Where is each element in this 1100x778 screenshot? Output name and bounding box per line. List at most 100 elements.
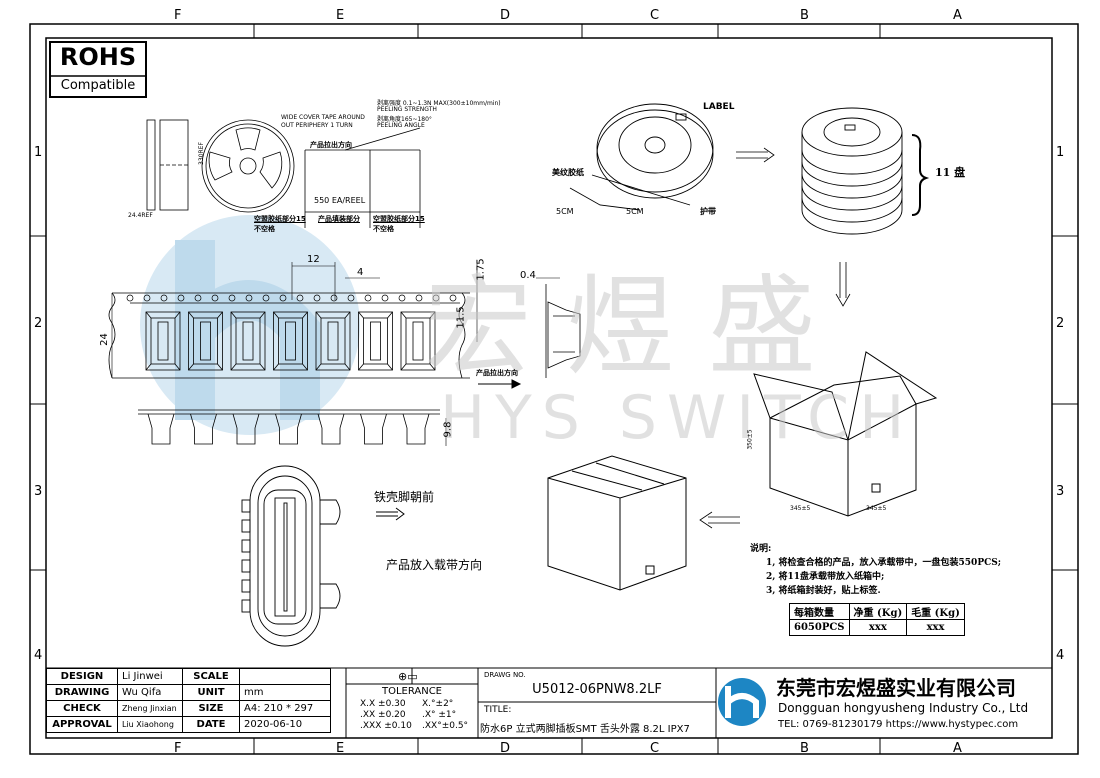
sprocket-hole	[432, 294, 440, 302]
tol-linear-2: .XX ±0.20	[360, 710, 406, 720]
zone-label-A-bottom: A	[953, 741, 962, 756]
zone-label-4-left: 4	[34, 648, 43, 663]
size-label: SIZE	[182, 700, 240, 717]
zone-label-D-bottom: D	[500, 741, 511, 756]
box-width-1: 345±5	[790, 505, 811, 512]
zone-label-C-top: C	[650, 8, 660, 23]
tol-angle-3: .XX°±0.5°	[422, 721, 469, 731]
dim-diameter: 330REF	[197, 142, 205, 165]
tape-side-pockets	[147, 413, 430, 445]
product-part: 产品填装部分	[318, 215, 360, 223]
side-pocket	[147, 413, 175, 445]
drawing-value: Wu Qifa	[117, 684, 183, 701]
tape-label: 美纹胶纸	[552, 168, 584, 177]
sprocket-hole	[449, 294, 457, 302]
reel-drawing	[146, 119, 421, 228]
peel-spec: 剥离强度 0.1~1.3N MAX(300±10mm/min)	[377, 100, 501, 107]
company-logo-icon	[718, 678, 766, 726]
zone-label-F-bottom: F	[174, 741, 182, 756]
tol-angle-1: X.°±2°	[422, 699, 454, 709]
zone-label-E-top: E	[336, 8, 345, 23]
connector-drawing	[241, 465, 341, 647]
sprocket-hole	[296, 294, 304, 302]
approval-label: APPROVAL	[46, 716, 118, 733]
design-value: Li Jinwei	[117, 668, 183, 685]
sprocket-hole	[279, 294, 287, 302]
side-pocket	[360, 413, 387, 445]
dim-hole-pitch: 4	[357, 267, 364, 278]
company-name-en: Dongguan hongyusheng Industry Co., Ltd	[778, 701, 1029, 715]
label-tag: LABEL	[703, 102, 735, 112]
note-1: 1, 将检查合格的产品，放入承载带中，一盘包装550PCS;	[766, 558, 1002, 568]
packing-reel	[569, 103, 714, 211]
zone-label-D-top: D	[500, 8, 511, 23]
drawing-title: 防水6P 立式两脚插板SMT 舌头外露 8.2L IPX7	[480, 724, 690, 735]
empty-right-1: 空盟胶纸部分15	[373, 215, 425, 223]
side-pocket	[317, 413, 345, 445]
dim-center: 11.5	[455, 306, 467, 329]
zone-label-E-bottom: E	[336, 741, 345, 756]
zone-label-2-left: 2	[34, 316, 43, 331]
tape-pocket	[315, 311, 351, 371]
guard-label: 护带	[700, 207, 716, 216]
title-block-people: DESIGN Li Jinwei SCALE DRAWING Wu Qifa U…	[46, 668, 331, 733]
sprocket-hole	[313, 294, 321, 302]
side-pocket	[402, 413, 430, 445]
check-value: Zheng Jinxian	[117, 700, 183, 717]
scale-label: SCALE	[182, 668, 240, 685]
sprocket-hole	[245, 294, 253, 302]
dim-edge: 1.75	[475, 258, 487, 281]
dim-pitch: 12	[307, 254, 320, 265]
tape-pocket	[273, 311, 308, 371]
tape-pocket	[400, 311, 436, 371]
dim-depth: 9.8	[442, 421, 454, 438]
tolerance-label: TOLERANCE	[381, 686, 443, 697]
carrier-tape-side	[138, 409, 440, 415]
sprocket-hole	[143, 294, 151, 302]
box-width-2: 345±5	[866, 505, 887, 512]
weight-table: 每箱数量 净重 (Kg) 毛重 (Kg) 6050PCS xxx xxx	[789, 603, 965, 636]
watermark-logo	[140, 215, 360, 435]
empty-left-1: 空盟胶纸部分15	[254, 215, 306, 223]
side-pocket	[190, 413, 217, 445]
orientation-label-2: 产品放入载带方向	[386, 558, 483, 572]
sprocket-hole	[381, 294, 389, 302]
drawing-label: DRAWING	[46, 684, 118, 701]
empty-right-2: 不空格	[373, 225, 394, 233]
peel-angle-cn: 剥离角度165~180°	[377, 116, 432, 123]
tol-linear-3: .XXX ±0.10	[360, 721, 412, 731]
dim-thickness: 0.4	[520, 270, 536, 281]
zone-label-3-right: 3	[1056, 484, 1065, 499]
tol-angle-2: .X° ±1°	[422, 710, 457, 720]
zone-label-1-left: 1	[34, 145, 43, 160]
zone-label-C-bottom: C	[650, 741, 660, 756]
watermark-text-cn: 宏煜盛	[424, 265, 851, 390]
tol-linear-1: X.X ±0.30	[360, 699, 406, 709]
note-3: 3, 将纸箱封装好，贴上标签.	[766, 586, 881, 596]
orientation-label-1: 铁壳脚朝前	[374, 490, 435, 504]
weight-header-gross: 毛重 (Kg)	[906, 603, 965, 620]
title-label: TITLE:	[484, 705, 512, 715]
open-box	[753, 351, 938, 517]
dim-width: 24	[98, 333, 110, 346]
sprocket-hole	[177, 294, 185, 302]
watermark-text-en: HYS SWITCH	[440, 383, 915, 453]
side-pocket	[275, 413, 302, 445]
weight-header-net: 净重 (Kg)	[848, 603, 908, 620]
qty-per-reel: 550 EA/REEL	[314, 196, 366, 205]
sprocket-hole	[228, 294, 236, 302]
pull-direction-label: 产品拉出方向	[310, 141, 352, 149]
check-label: CHECK	[46, 700, 118, 717]
zone-label-F-top: F	[174, 8, 182, 23]
carrier-tape-top	[108, 292, 470, 379]
unit-value: mm	[239, 684, 331, 701]
rohs-title: ROHS	[59, 43, 137, 71]
zone-label-A-top: A	[953, 8, 962, 23]
weight-net: xxx	[848, 619, 908, 636]
scale-value	[239, 668, 331, 685]
weight-header-qty: 每箱数量	[789, 603, 850, 620]
drawing-no: U5012-06PNW8.2LF	[532, 682, 662, 697]
tape-pocket	[358, 311, 393, 371]
sprocket-hole	[347, 294, 355, 302]
side-pocket	[232, 413, 260, 445]
